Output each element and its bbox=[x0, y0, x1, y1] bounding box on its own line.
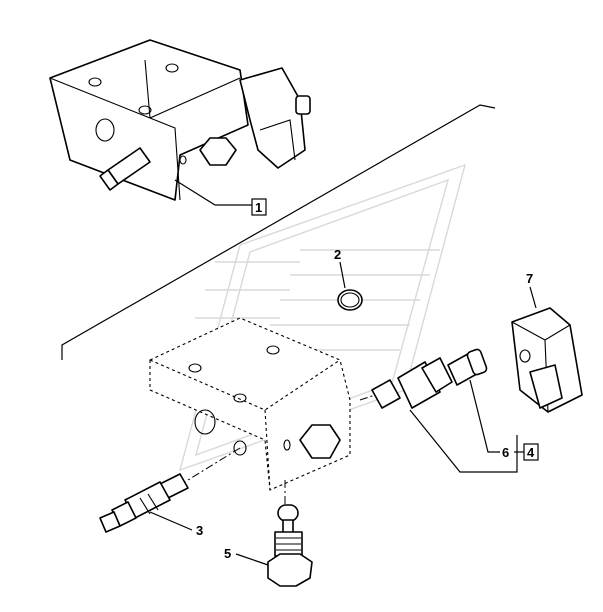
leader-5 bbox=[235, 553, 269, 566]
valve-block-exploded bbox=[149, 317, 351, 491]
callout-1-label: 1 bbox=[255, 200, 262, 215]
cartridge-valve bbox=[371, 348, 488, 409]
callout-6-label: 6 bbox=[502, 445, 509, 460]
callout-1-box: 1 bbox=[251, 198, 267, 216]
section-divider bbox=[61, 104, 496, 360]
axis-line-right bbox=[359, 389, 391, 401]
axis-line-left bbox=[174, 447, 241, 489]
callout-7-label: 7 bbox=[526, 271, 533, 286]
watermark-logo bbox=[178, 163, 467, 472]
leader-2 bbox=[339, 261, 346, 289]
check-valve bbox=[267, 504, 313, 587]
relief-valve bbox=[99, 473, 189, 533]
callout-4-label: 4 bbox=[527, 445, 535, 460]
solenoid-coil bbox=[511, 307, 583, 413]
leader-6-upper bbox=[469, 379, 500, 453]
leader-3 bbox=[149, 511, 193, 531]
leader-1 bbox=[174, 179, 252, 206]
callout-2-label: 2 bbox=[334, 247, 341, 262]
callout-5-label: 5 bbox=[224, 546, 231, 561]
callout-3-label: 3 bbox=[196, 523, 203, 538]
o-ring bbox=[337, 289, 363, 311]
callout-4-box: 4 bbox=[523, 443, 539, 461]
valve-block-assembled bbox=[49, 39, 311, 201]
leader-6-lower bbox=[409, 409, 518, 473]
leader-7 bbox=[529, 286, 537, 309]
